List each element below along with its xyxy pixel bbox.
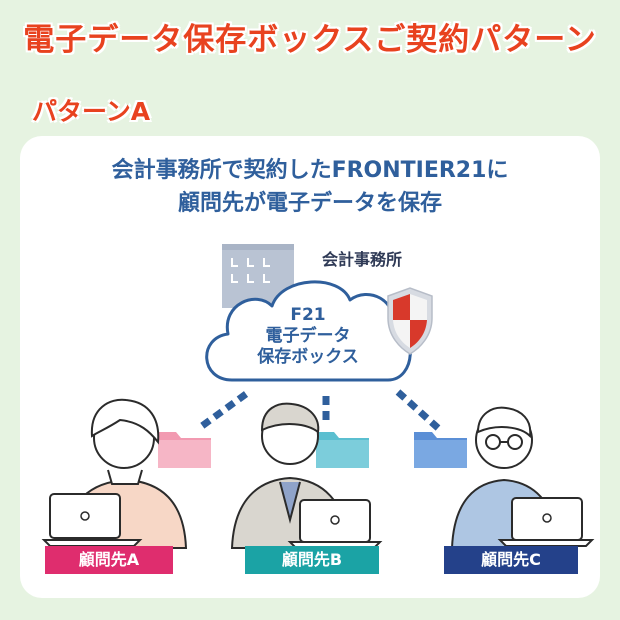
folder-icon xyxy=(414,432,467,468)
client-b-badge: 顧問先B xyxy=(245,546,379,574)
laptop-icon xyxy=(497,497,595,547)
headline-line-1: 会計事務所で契約したFRONTIER21に xyxy=(111,158,509,183)
cloud-label-line-2: 電子データ xyxy=(265,326,351,346)
pattern-label: パターンA xyxy=(32,97,151,126)
laptop-icon xyxy=(41,493,143,547)
connector-lines xyxy=(199,389,441,431)
headline-line-2: 顧問先が電子データを保存 xyxy=(177,191,442,216)
folder-icon xyxy=(158,432,211,468)
cloud-label: F21 電子データ 保存ボックス xyxy=(224,305,392,368)
office-label: 会計事務所 xyxy=(322,250,403,269)
cloud-label-line-3: 保存ボックス xyxy=(257,347,359,367)
cloud-label-line-1: F21 xyxy=(290,305,326,325)
shield-icon xyxy=(387,287,433,355)
headline: 会計事務所で契約したFRONTIER21に 顧問先が電子データを保存 xyxy=(0,154,620,220)
page-title: 電子データ保存ボックスご契約パターン xyxy=(23,22,597,58)
client-a-badge: 顧問先A xyxy=(45,546,173,574)
laptop-icon xyxy=(287,499,383,549)
folder-icon xyxy=(316,432,369,468)
client-c-badge: 顧問先C xyxy=(444,546,578,574)
